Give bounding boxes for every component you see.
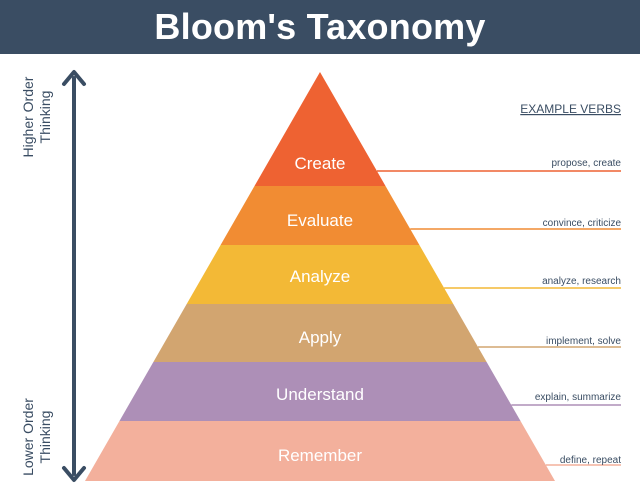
pyramid-labels: CreateEvaluateAnalyzeApplyUnderstandReme… <box>276 154 364 465</box>
higher-order-thinking-label: Higher Order Thinking <box>20 76 53 158</box>
verb-connectors <box>376 170 621 466</box>
lower-order-thinking-label: Lower Order Thinking <box>20 398 53 476</box>
example-verbs-apply: implement, solve <box>546 336 621 347</box>
example-verbs-understand: explain, summarize <box>535 392 622 403</box>
pyramid-layer-analyze <box>186 245 454 304</box>
level-label-analyze: Analyze <box>290 267 350 286</box>
verb-texts: propose, create convince, criticize analyz… <box>535 158 622 466</box>
level-label-understand: Understand <box>276 385 364 404</box>
header-banner: Bloom's Taxonomy <box>0 0 640 54</box>
level-label-apply: Apply <box>299 328 342 347</box>
level-label-remember: Remember <box>278 446 362 465</box>
pyramid-layer-understand <box>119 362 521 421</box>
level-label-evaluate: Evaluate <box>287 211 353 230</box>
pyramid-layer-evaluate <box>220 186 420 245</box>
example-verbs-evaluate: convince, criticize <box>543 218 622 229</box>
level-label-create: Create <box>294 154 345 173</box>
pyramid-layer-remember <box>85 421 555 481</box>
example-verbs-remember: define, repeat <box>560 455 621 466</box>
pyramid-layers <box>85 72 555 481</box>
example-verbs-analyze: analyze, research <box>542 276 621 287</box>
page-title: Bloom's Taxonomy <box>154 6 486 47</box>
example-verbs-heading: EXAMPLE VERBS <box>520 102 621 116</box>
double-headed-vertical-arrow-icon <box>62 70 86 482</box>
pyramid-layer-apply <box>153 304 487 362</box>
arrow-head-up <box>62 70 86 86</box>
pyramid-layer-create <box>254 72 386 186</box>
example-verbs-create: propose, create <box>552 158 622 169</box>
arrow-head-down <box>62 466 86 482</box>
